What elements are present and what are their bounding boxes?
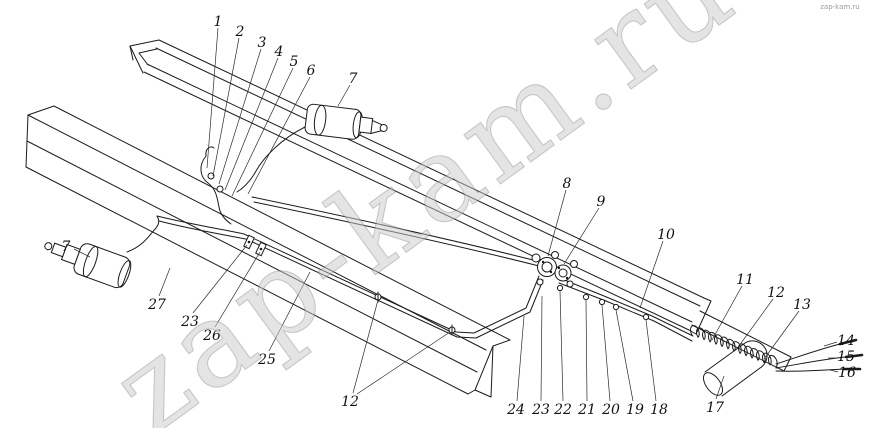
callout-12-right-label: 12: [767, 285, 785, 301]
callout-1: 1: [206, 14, 223, 169]
pipe-end: [702, 340, 768, 397]
callout-5-label: 5: [290, 54, 299, 70]
callout-9: 9: [563, 194, 606, 265]
callout-21: 21: [577, 299, 596, 418]
callout-27: 27: [147, 267, 171, 313]
callout-12-lower-left-label: 12: [341, 394, 359, 410]
callout-7-upper: 7: [337, 71, 358, 107]
callout-18: 18: [645, 319, 668, 418]
callout-25: 25: [257, 271, 311, 368]
watermark-text: zap-kam.ru: [87, 0, 760, 428]
callout-18-label: 18: [650, 402, 668, 418]
tube-clamps: [243, 234, 650, 336]
callout-13-label: 13: [793, 297, 811, 313]
callout-10: 10: [639, 227, 675, 309]
callout-2: 2: [212, 24, 245, 177]
callout-1-label: 1: [214, 14, 223, 30]
callout-21-label: 21: [577, 402, 596, 418]
callout-15-label: 15: [837, 349, 855, 365]
watermark: zap-kam.ru: [87, 0, 761, 428]
callout-4: 4: [224, 44, 284, 191]
front-fittings-cluster: [200, 146, 232, 225]
callout-7-left: 7: [62, 239, 91, 258]
callout-8: 8: [547, 176, 572, 257]
callout-7-left-label: 7: [62, 239, 71, 255]
callout-25-label: 25: [257, 352, 276, 368]
callout-24-label: 24: [506, 402, 525, 418]
callout-11-label: 11: [736, 272, 754, 288]
callout-14: 14: [823, 333, 855, 349]
valve-to-coil-tubes: [556, 276, 694, 342]
callout-2-label: 2: [235, 24, 245, 40]
watermark-corner: zap-kam.ru: [820, 3, 860, 11]
output-hoses: [775, 338, 864, 372]
callout-11: 11: [711, 272, 754, 341]
callout-13: 13: [763, 297, 811, 360]
callout-16-label: 16: [838, 365, 856, 381]
callout-23-bottom: 23: [531, 295, 550, 418]
callout-7-upper-label: 7: [349, 71, 358, 87]
valve-block: [531, 251, 578, 288]
callout-17: 17: [706, 375, 725, 416]
callout-27-label: 27: [147, 297, 166, 313]
callout-20: 20: [601, 304, 620, 418]
callout-23-left: 23: [180, 244, 248, 330]
callout-6: 6: [247, 63, 316, 195]
callout-19-label: 19: [626, 402, 644, 418]
callout-4-label: 4: [274, 44, 284, 60]
callout-26-label: 26: [202, 328, 221, 344]
callout-22-label: 22: [553, 402, 572, 418]
callout-12-lower-left: 12: [341, 299, 451, 410]
hose-left-cylinder: [126, 215, 160, 253]
callout-3-label: 3: [258, 35, 267, 51]
callout-17-label: 17: [706, 400, 724, 416]
callout-23-left-label: 23: [180, 314, 199, 330]
hose-top-cylinder: [236, 126, 306, 193]
rail-extension: [691, 310, 792, 372]
air-cylinder-top: [304, 103, 388, 140]
callout-22: 22: [553, 290, 572, 418]
callout-19: 19: [615, 309, 644, 418]
callout-8-label: 8: [563, 176, 572, 192]
callout-20-label: 20: [601, 402, 620, 418]
callouts: 1 2 3 4 5 6 7 7: [62, 14, 856, 418]
valve-to-front-tube: [251, 196, 540, 267]
callout-14-label: 14: [837, 333, 855, 349]
callout-15: 15: [828, 349, 855, 365]
callout-16: 16: [829, 365, 856, 381]
callout-6-label: 6: [307, 63, 316, 79]
callout-5: 5: [231, 54, 299, 197]
callout-26: 26: [202, 251, 261, 344]
callout-23-bottom-label: 23: [531, 402, 550, 418]
tube-bundle-along-rail: [156, 215, 544, 339]
callout-9-label: 9: [597, 194, 606, 210]
upper-frame-rail: [129, 39, 712, 335]
callout-12-right: 12: [735, 285, 785, 351]
air-cylinder-left: [44, 242, 132, 289]
callout-24: 24: [506, 315, 525, 418]
callout-3: 3: [218, 35, 267, 185]
callout-10-label: 10: [657, 227, 675, 243]
